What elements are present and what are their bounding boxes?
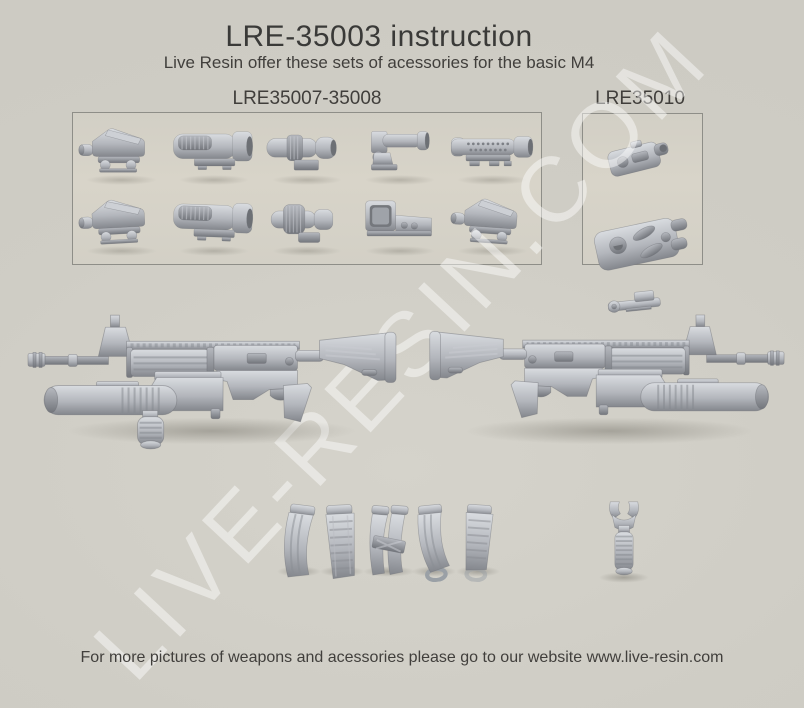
ground-shadow xyxy=(411,566,457,577)
magnifier-figure xyxy=(263,120,351,186)
lasers-panel-label: LRE35010 xyxy=(595,88,685,109)
optics-panel-label: LRE35007-35008 xyxy=(232,88,382,109)
rifle-right-figure xyxy=(422,303,786,449)
ground-shadow xyxy=(460,417,760,445)
acog-alt-icon xyxy=(78,191,164,251)
page-title: LRE-35003 instruction xyxy=(225,20,533,53)
page-subtitle: Live Resin offer these sets of acessorie… xyxy=(163,53,595,72)
optics-panel xyxy=(72,112,542,265)
riser-scope-figure xyxy=(356,120,444,186)
footer-text: For more pictures of weapons and acessor… xyxy=(80,649,724,666)
riser-scope-icon xyxy=(357,120,443,180)
vertical-foregrip-icon xyxy=(601,500,647,584)
rifle-left-figure xyxy=(26,303,404,454)
knurled-magnifier-icon xyxy=(264,191,350,251)
elcan-scope-figure xyxy=(170,120,258,186)
acog-scope-icon xyxy=(78,120,164,180)
elcan-scope-icon xyxy=(171,120,257,180)
magazine-ranger-plate-icon xyxy=(452,502,503,583)
acog-alt-figure xyxy=(77,191,165,257)
rail-scope-figure xyxy=(449,120,537,186)
ground-shadow xyxy=(62,417,362,445)
eotech-figure xyxy=(356,191,444,257)
ground-shadow xyxy=(455,566,501,577)
ground-shadow xyxy=(598,572,650,583)
knurled-magnifier-figure xyxy=(263,191,351,257)
peq2-box-icon xyxy=(588,208,698,276)
elcan-alt-icon xyxy=(171,191,257,251)
eotech-icon xyxy=(357,191,443,251)
elcan-alt-figure xyxy=(170,191,258,257)
ground-shadow xyxy=(362,566,416,577)
lasers-panel xyxy=(582,113,703,265)
acog-scope-figure xyxy=(77,120,165,186)
acog-rear-figure xyxy=(449,191,537,257)
magnifier-icon xyxy=(264,120,350,180)
